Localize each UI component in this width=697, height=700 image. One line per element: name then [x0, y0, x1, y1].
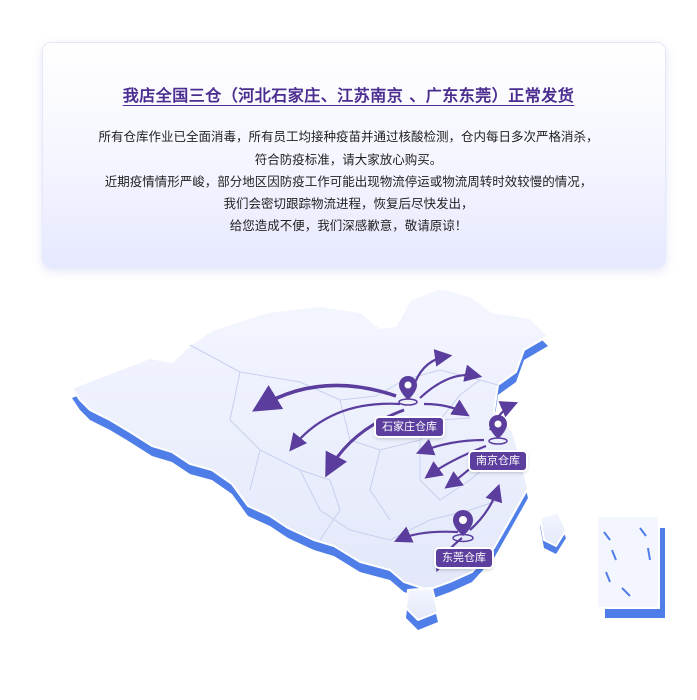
- warehouse-tag-nanjing: 南京仓库: [470, 452, 526, 470]
- south-sea-inset: [596, 515, 665, 618]
- notice-card: [43, 43, 665, 267]
- pin-nanjing: [488, 415, 508, 445]
- warehouse-tag-shijiazhuang: 石家庄仓库: [376, 418, 443, 436]
- warehouse-tag-dongguan: 东莞仓库: [436, 549, 492, 567]
- pin-shijiazhuang: [398, 376, 418, 406]
- notice-line-3: 近期疫情情形严峻，部分地区因防疫工作可能出现物流停运或物流周转时效较慢的情况，: [104, 174, 593, 189]
- notice-line-5: 给您造成不便，我们深感歉意，敬请原谅！: [229, 218, 468, 233]
- notice-title: 我店全国三仓（河北石家庄、江苏南京 、广东东莞）正常发货: [122, 86, 575, 105]
- map-surface: [70, 290, 568, 622]
- china-map: [70, 290, 665, 630]
- notice-line-4: 我们会密切跟踪物流进程，恢复后尽快发出，: [223, 196, 474, 211]
- notice-line-2: 符合防疫标准，请大家放心购买。: [254, 152, 443, 167]
- warehouse-pins: [398, 376, 508, 543]
- notice-line-1: 所有仓库作业已全面消毒，所有员工均接种疫苗并通过核酸检测，仓内每日多次严格消杀，: [98, 129, 599, 144]
- pin-dongguan: [452, 510, 474, 543]
